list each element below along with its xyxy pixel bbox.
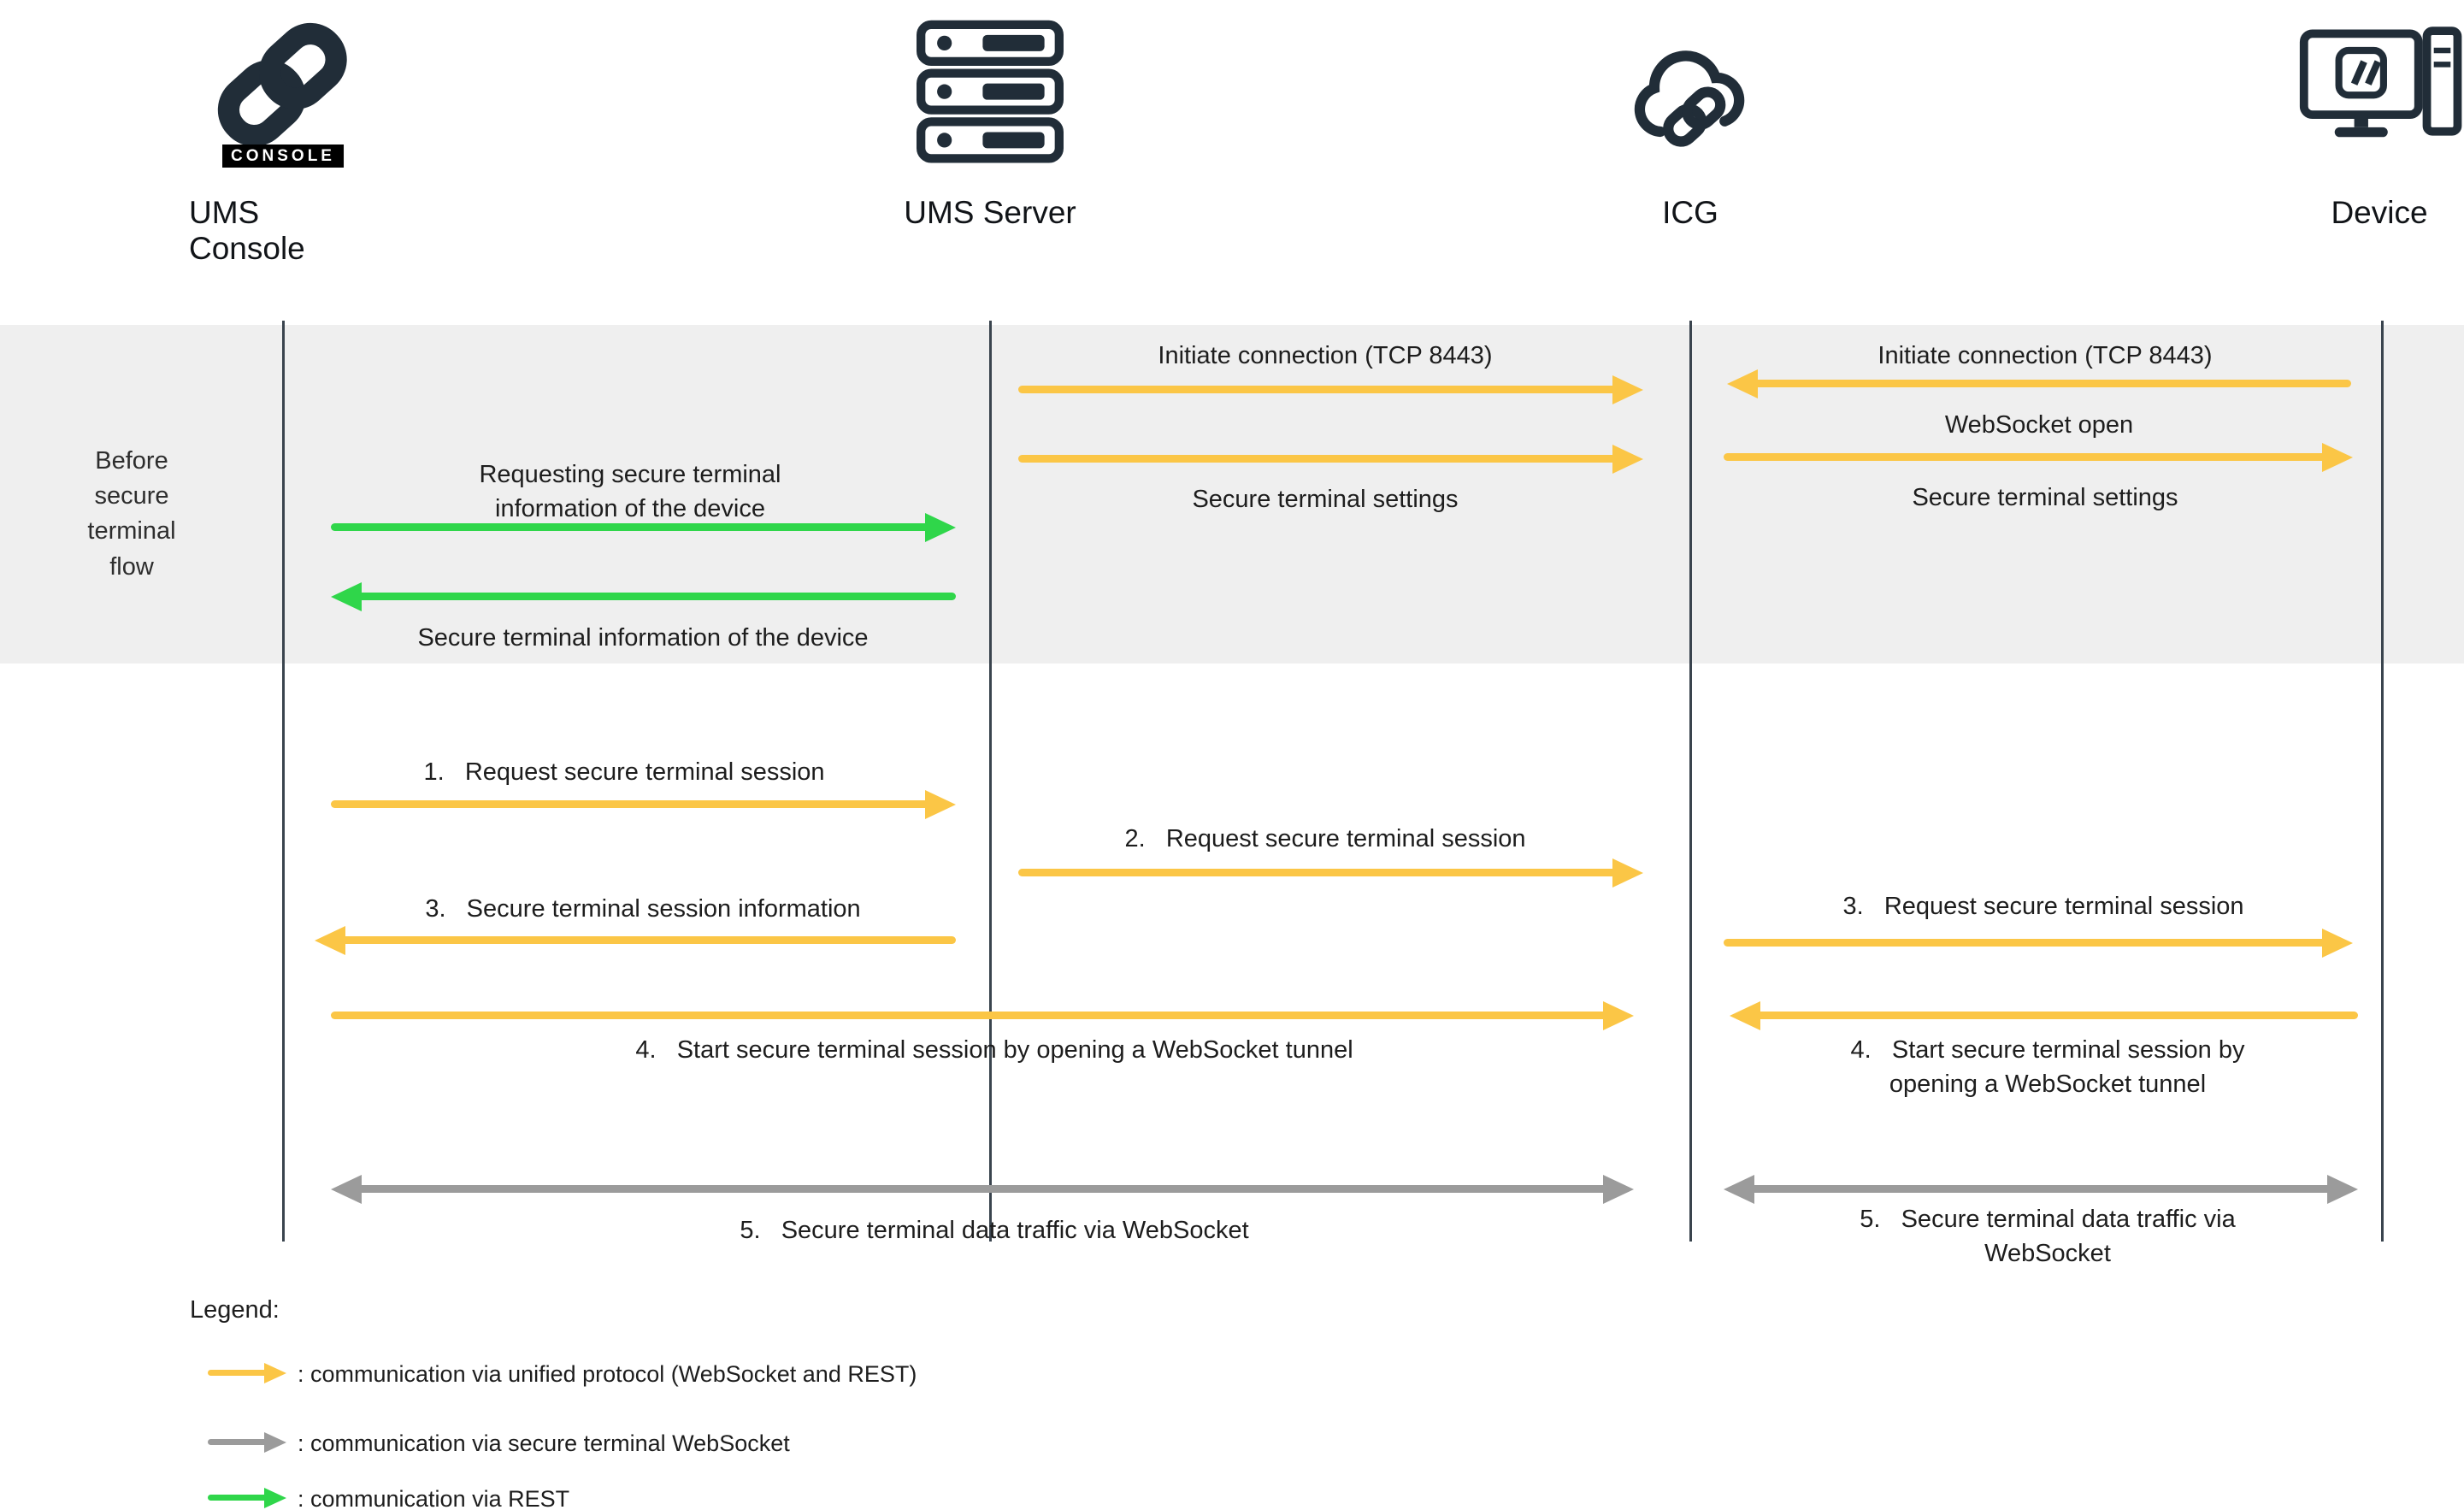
arrow-shaft bbox=[331, 1012, 1610, 1019]
legend-gray-arrow-icon bbox=[208, 1430, 286, 1454]
actor-ums-console: CONSOLE UMS Console bbox=[189, 12, 377, 267]
arrow-shaft bbox=[331, 800, 932, 808]
arrow-head bbox=[264, 1432, 286, 1453]
arrow-initiate-device-icg bbox=[1727, 367, 2351, 401]
console-badge: CONSOLE bbox=[222, 145, 344, 168]
arrow-shaft bbox=[1018, 869, 1619, 876]
arrow-info-response bbox=[331, 580, 956, 614]
actor-label-device: Device bbox=[2331, 195, 2428, 230]
server-stack-icon bbox=[909, 12, 1071, 173]
phase-label: Before secure terminal flow bbox=[87, 447, 176, 581]
arrow-step4-long bbox=[331, 999, 1634, 1033]
arrow-step4-device bbox=[1730, 999, 2358, 1033]
arrow-shaft bbox=[1724, 453, 2329, 461]
arrow-shaft bbox=[355, 593, 956, 600]
msg-step2: 2. Request secure terminal session bbox=[1124, 825, 1526, 852]
device-monitor-icon bbox=[2296, 12, 2463, 173]
ums-console-logo-icon: CONSOLE bbox=[206, 12, 360, 173]
lifeline-ums-server bbox=[989, 321, 992, 1242]
arrow-step5-long bbox=[331, 1172, 1634, 1206]
cloud-link-icon bbox=[1612, 12, 1768, 173]
msg-step5-device: 5. Secure terminal data traffic via WebS… bbox=[1860, 1206, 2236, 1268]
lifeline-ums-console bbox=[282, 321, 285, 1242]
msg-step1: 1. Request secure terminal session bbox=[423, 758, 825, 786]
legend-yellow-arrow-icon bbox=[208, 1361, 286, 1385]
msg-websocket-open: WebSocket open bbox=[1944, 411, 2134, 439]
arrow-head bbox=[1730, 1001, 1760, 1030]
legend-item-secure-websocket: : communication via secure terminal WebS… bbox=[298, 1430, 790, 1456]
arrow-step5-device bbox=[1724, 1172, 2358, 1206]
arrow-head bbox=[2327, 1175, 2358, 1204]
msg-info-response: Secure terminal information of the devic… bbox=[417, 624, 869, 652]
arrow-head bbox=[1727, 369, 1758, 398]
msg-initiate-device-icg: Initiate connection (TCP 8443) bbox=[1877, 342, 2213, 369]
legend-item-unified-protocol: : communication via unified protocol (We… bbox=[298, 1361, 917, 1387]
arrow-head bbox=[2322, 443, 2353, 472]
arrow-head bbox=[925, 513, 956, 542]
msg-step3-device: 3. Request secure terminal session bbox=[1842, 893, 2244, 920]
arrow-initiate-server-icg bbox=[1018, 373, 1643, 407]
arrow-head bbox=[331, 582, 362, 611]
arrow-shaft bbox=[339, 936, 956, 944]
arrow-settings-server-icg bbox=[1018, 442, 1643, 476]
lifeline-device bbox=[2381, 321, 2384, 1242]
actor-label-ums-server: UMS Server bbox=[904, 195, 1076, 230]
actor-icg: ICG bbox=[1596, 12, 1784, 231]
arrow-shaft bbox=[1018, 455, 1619, 463]
arrow-head bbox=[264, 1363, 286, 1383]
device-monitor-svg bbox=[2299, 27, 2462, 138]
arrow-shaft bbox=[208, 1495, 271, 1501]
arrow-head bbox=[1603, 1175, 1634, 1204]
arrow-websocket-open bbox=[1724, 440, 2353, 475]
arrow-shaft bbox=[1751, 380, 2351, 387]
server-stack-svg bbox=[917, 20, 1064, 163]
msg-settings-icg-device: Secure terminal settings bbox=[1912, 484, 2178, 511]
arrow-head bbox=[1612, 858, 1643, 888]
lifeline-icg bbox=[1689, 321, 1692, 1242]
arrow-request-info bbox=[331, 510, 956, 545]
ums-console-logo-svg bbox=[217, 22, 347, 147]
legend-item-rest: : communication via REST bbox=[298, 1486, 570, 1510]
arrow-head bbox=[315, 926, 345, 955]
arrow-head bbox=[264, 1488, 286, 1508]
actor-label-ums-console: UMS Console bbox=[189, 195, 305, 266]
msg-step3-console: 3. Secure terminal session information bbox=[425, 895, 861, 923]
arrow-shaft bbox=[1748, 1185, 2334, 1193]
msg-step4-long: 4. Start secure terminal session by open… bbox=[635, 1036, 1353, 1064]
arrow-shaft bbox=[208, 1439, 271, 1445]
msg-request-info: Requesting secure terminal information o… bbox=[479, 461, 781, 523]
arrow-head bbox=[331, 1175, 362, 1204]
arrow-shaft bbox=[1018, 386, 1619, 393]
actor-ums-server: UMS Server bbox=[896, 12, 1084, 231]
arrow-shaft bbox=[1754, 1012, 2358, 1019]
arrow-shaft bbox=[355, 1185, 1610, 1193]
arrow-step3-console bbox=[315, 923, 956, 958]
arrow-shaft bbox=[208, 1370, 271, 1376]
msg-initiate-server-icg: Initiate connection (TCP 8443) bbox=[1158, 342, 1493, 369]
arrow-head bbox=[1612, 375, 1643, 404]
msg-step4-device: 4. Start secure terminal session by open… bbox=[1850, 1036, 2245, 1099]
cloud-link-svg bbox=[1634, 50, 1745, 147]
arrow-head bbox=[925, 790, 956, 819]
arrow-step3-device bbox=[1724, 926, 2353, 960]
arrow-shaft bbox=[331, 523, 932, 531]
actor-device: Device bbox=[2290, 12, 2464, 231]
legend-title: Legend: bbox=[190, 1296, 280, 1324]
arrow-shaft bbox=[1724, 939, 2329, 947]
arrow-head bbox=[1724, 1175, 1754, 1204]
arrow-step1 bbox=[331, 787, 956, 822]
arrow-head bbox=[1603, 1001, 1634, 1030]
msg-settings-server-icg: Secure terminal settings bbox=[1192, 486, 1459, 513]
arrow-step2 bbox=[1018, 856, 1643, 890]
legend-green-arrow-icon bbox=[208, 1486, 286, 1510]
msg-step5-long: 5. Secure terminal data traffic via WebS… bbox=[740, 1217, 1249, 1244]
actor-label-icg: ICG bbox=[1662, 195, 1718, 230]
arrow-head bbox=[1612, 445, 1643, 474]
arrow-head bbox=[2322, 929, 2353, 958]
